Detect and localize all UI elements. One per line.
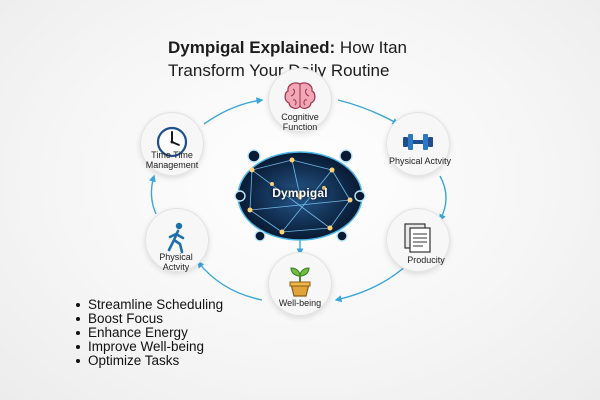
documents-icon: [404, 223, 431, 253]
title-line-2: Transform Your Daily Routine: [168, 61, 390, 80]
arrow-productivity-to-wellbeing: [334, 263, 409, 303]
node-well-being: [268, 252, 332, 316]
node-physical-activity-left: [145, 208, 209, 272]
label-well-being: Well-being: [278, 298, 322, 308]
label-physical-activity-left: Physical Actvity: [128, 252, 224, 272]
arrow-physical-to-time: [149, 174, 157, 215]
node-productivity: [386, 208, 450, 272]
hub-network: [234, 149, 366, 242]
label-cognitive-function: Cognitive Function: [252, 112, 348, 132]
node-time-management: [140, 112, 204, 176]
dumbbell-icon: [403, 134, 433, 150]
title-rest: How Itan: [335, 38, 408, 57]
label-time-line-2: Management: [145, 160, 199, 170]
label-time-line-1: Time Time: [151, 150, 193, 160]
label-cognitive-line-1: Cognitive: [281, 112, 319, 122]
arrow-time-to-cognitive: [203, 97, 264, 125]
clock-icon: [156, 126, 188, 158]
benefit-list: Streamline Scheduling Boost Focus Enhanc…: [76, 298, 223, 368]
list-item: Optimize Tasks: [76, 354, 223, 368]
label-physical-left-line-2: Actvity: [162, 262, 190, 272]
list-item: Enhance Energy: [76, 326, 223, 340]
arrow-wellbeing-to-physical: [197, 260, 263, 301]
label-physical-activity-right: Physical Actvity: [388, 156, 452, 166]
label-productivity: Producity: [407, 255, 445, 265]
page-title: Dympigal Explained: How Itan Transform Y…: [168, 36, 528, 82]
label-physical-left-line-1: Physical: [159, 252, 193, 262]
node-cognitive-function: [268, 68, 332, 132]
label-cognitive-line-2: Function: [282, 122, 318, 132]
list-item: Boost Focus: [76, 312, 223, 326]
title-bold: Dympigal Explained:: [168, 38, 336, 57]
list-item: Streamline Scheduling: [76, 298, 223, 312]
walking-person-icon: [167, 222, 185, 254]
hub-label: Dympigal: [272, 186, 328, 200]
node-physical-activity-right: [386, 112, 450, 176]
arrow-cognitive-to-physical: [337, 99, 400, 125]
arrow-physical-to-productivity: [439, 175, 447, 222]
list-item: Improve Well-being: [76, 340, 223, 354]
label-time-management: Time Time Management: [124, 150, 220, 170]
sprout-icon: [289, 267, 311, 297]
brain-icon: [284, 82, 316, 110]
